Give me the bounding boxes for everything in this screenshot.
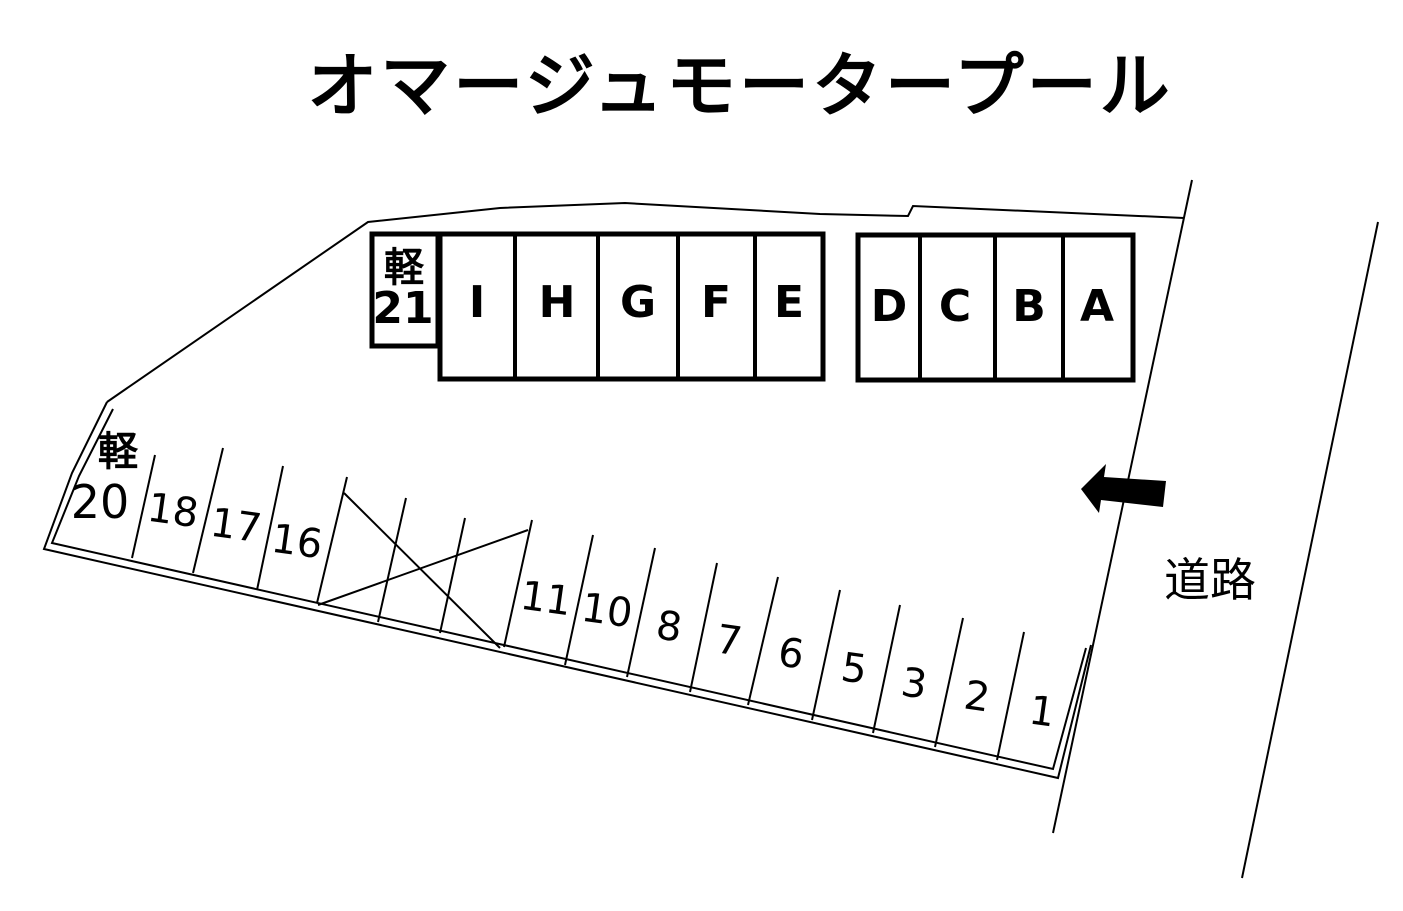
space-label-11: 11 xyxy=(517,572,575,626)
space-label-D: D xyxy=(870,281,908,332)
space-label-F: F xyxy=(700,277,732,328)
space-label-I: I xyxy=(468,277,486,328)
space-label-kei20-kanji: 軽 xyxy=(98,429,138,475)
space-label-kei21-kanji: 軽 xyxy=(384,245,424,291)
upper-parking-boxes xyxy=(369,231,1136,383)
left-arrow-icon xyxy=(1081,464,1166,513)
space-label-A: A xyxy=(1079,281,1115,332)
road-label: 道路 xyxy=(1164,553,1256,607)
space-label-17: 17 xyxy=(207,499,265,553)
space-label-18: 18 xyxy=(144,484,202,538)
block-ihgfe-box xyxy=(437,231,826,382)
lot-fence-inner xyxy=(50,408,1087,771)
crossed-out-x xyxy=(317,492,529,649)
road-east-edge xyxy=(1241,221,1379,879)
space-label-kei21-number: 21 xyxy=(372,283,434,334)
space-label-H: H xyxy=(538,277,576,328)
space-label-G: G xyxy=(619,277,657,328)
space-label-E: E xyxy=(773,277,805,328)
page-title: オマージュモータープール xyxy=(307,45,1173,127)
road-west-edge xyxy=(1052,179,1193,834)
lot-fence-outer xyxy=(42,401,1092,780)
space-label-C: C xyxy=(938,281,972,332)
space-label-B: B xyxy=(1012,281,1046,332)
parking-dividers xyxy=(131,447,1025,761)
space-label-10: 10 xyxy=(578,584,636,638)
space-label-16: 16 xyxy=(268,515,326,569)
space-label-kei20-number: 20 xyxy=(70,475,130,529)
lot-top-boundary xyxy=(106,201,1185,403)
